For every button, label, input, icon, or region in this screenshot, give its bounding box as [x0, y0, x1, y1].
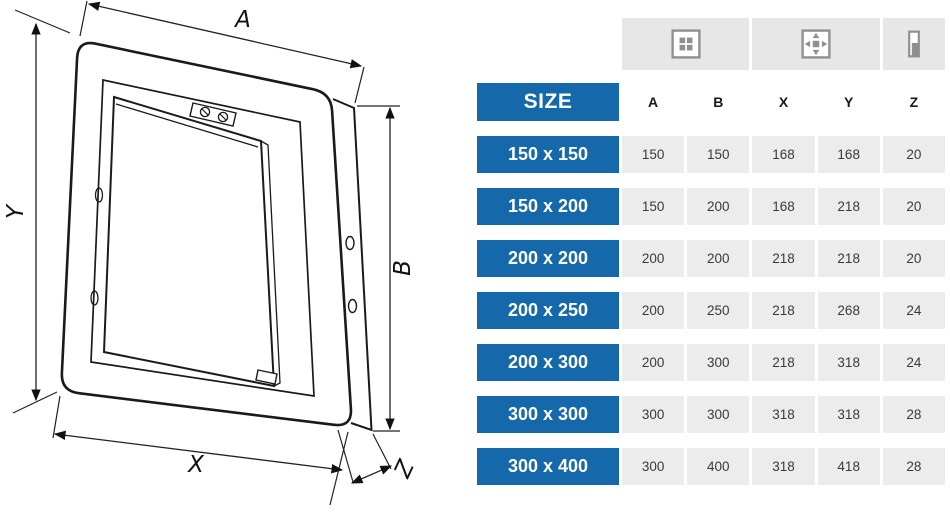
- value-cell-a: 300: [622, 448, 685, 485]
- value-cell-y: 318: [817, 344, 880, 381]
- panel-inner-dimensions-icon: [671, 29, 701, 59]
- icon-cell-inner-dimensions: [622, 18, 750, 70]
- value-cell-z: 20: [882, 240, 945, 277]
- column-header-a: A: [622, 83, 685, 121]
- size-cell: 200 x 200: [477, 240, 619, 277]
- value-cell-b: 300: [687, 396, 750, 433]
- dim-x-ext-left: [52, 395, 61, 439]
- dim-label-y: Y: [3, 203, 29, 219]
- value-cell-x: 218: [752, 344, 815, 381]
- value-cell-a: 200: [622, 292, 685, 329]
- dim-z-ext-left: [337, 429, 354, 483]
- column-header-row: SIZE A B X Y Z: [477, 83, 945, 121]
- dim-a-line: [87, 1, 363, 69]
- value-cell-y: 318: [817, 396, 880, 433]
- value-cell-x: 218: [752, 292, 815, 329]
- size-header-cell: SIZE: [477, 83, 619, 121]
- dim-z-ext-right: [372, 433, 392, 470]
- value-cell-b: 250: [687, 292, 750, 329]
- value-cell-a: 200: [622, 240, 685, 277]
- dim-label-b: B: [390, 260, 416, 276]
- value-cell-z: 24: [882, 344, 945, 381]
- value-cell-y: 268: [817, 292, 880, 329]
- column-header-z: Z: [882, 83, 945, 121]
- value-cell-a: 300: [622, 396, 685, 433]
- table-row: 300 x 400 300 400 318 418 28: [477, 448, 945, 485]
- size-cell: 150 x 150: [477, 136, 619, 173]
- value-cell-y: 168: [817, 136, 880, 173]
- dim-y-ext-top: [14, 9, 71, 34]
- value-cell-b: 300: [687, 344, 750, 381]
- latch-screw-right-slot: [219, 113, 227, 121]
- icon-header-row: [477, 18, 945, 70]
- column-header-y: Y: [817, 83, 880, 121]
- value-cell-z: 28: [882, 396, 945, 433]
- door-thickness-top: [115, 103, 259, 148]
- panel-door: [102, 95, 276, 388]
- size-cell: 200 x 300: [477, 344, 619, 381]
- panel-inner-opening: [90, 78, 315, 397]
- value-cell-x: 318: [752, 448, 815, 485]
- value-cell-x: 318: [752, 396, 815, 433]
- size-cell: 300 x 400: [477, 448, 619, 485]
- door-bottom-latch: [255, 369, 278, 385]
- flange-hole-top: [345, 235, 355, 251]
- value-cell-y: 218: [817, 240, 880, 277]
- hinge-bump-bottom: [90, 290, 99, 306]
- value-cell-b: 200: [687, 188, 750, 225]
- table-row: 150 x 200 150 200 168 218 20: [477, 188, 945, 225]
- icon-cell-outer-dimensions: [752, 18, 880, 70]
- dim-label-x: X: [187, 452, 205, 478]
- table-row: 200 x 200 200 200 218 218 20: [477, 240, 945, 277]
- size-cell: 200 x 250: [477, 292, 619, 329]
- table-row: 200 x 250 200 250 218 268 24: [477, 292, 945, 329]
- table-row: 200 x 300 200 300 218 318 24: [477, 344, 945, 381]
- value-cell-b: 400: [687, 448, 750, 485]
- icon-row-spacer: [477, 18, 619, 70]
- value-cell-b: 150: [687, 136, 750, 173]
- value-cell-b: 200: [687, 240, 750, 277]
- size-table: SIZE A B X Y Z 150 x 150 150 150 168 168…: [477, 0, 950, 512]
- table-row: 150 x 150 150 150 168 168 20: [477, 136, 945, 173]
- dim-y-ext-bottom: [12, 391, 58, 414]
- dim-label-a: A: [233, 7, 251, 33]
- dim-a-ext-right: [354, 66, 365, 104]
- value-cell-a: 150: [622, 136, 685, 173]
- value-cell-a: 200: [622, 344, 685, 381]
- value-cell-y: 418: [817, 448, 880, 485]
- hinge-bump-top: [94, 187, 104, 203]
- table-row: 300 x 300 300 300 318 318 28: [477, 396, 945, 433]
- dim-label-z: Z: [389, 455, 420, 482]
- size-cell: 300 x 300: [477, 396, 619, 433]
- value-cell-x: 168: [752, 136, 815, 173]
- flange-hole-bottom: [347, 298, 358, 314]
- icon-cell-depth: [882, 18, 945, 70]
- latch-screw-left-slot: [201, 108, 209, 116]
- value-cell-z: 20: [882, 136, 945, 173]
- value-cell-x: 218: [752, 240, 815, 277]
- door-thickness-right: [260, 140, 281, 387]
- value-cell-x: 168: [752, 188, 815, 225]
- column-header-b: B: [687, 83, 750, 121]
- dim-x-line: [53, 430, 344, 474]
- value-cell-z: 20: [882, 188, 945, 225]
- dim-z-line: [350, 465, 393, 484]
- value-cell-z: 24: [882, 292, 945, 329]
- value-cell-a: 150: [622, 188, 685, 225]
- dim-a-ext-left: [79, 0, 88, 37]
- panel-side-flange: [332, 98, 373, 432]
- panel-depth-icon: [907, 30, 920, 58]
- column-header-x: X: [752, 83, 815, 121]
- size-cell: 150 x 200: [477, 188, 619, 225]
- access-panel-drawing: A Y B X Z: [0, 0, 477, 512]
- value-cell-y: 218: [817, 188, 880, 225]
- value-cell-z: 28: [882, 448, 945, 485]
- access-panel-svg: A Y B X Z: [3, 0, 420, 506]
- panel-outer-dimensions-icon: [801, 29, 831, 59]
